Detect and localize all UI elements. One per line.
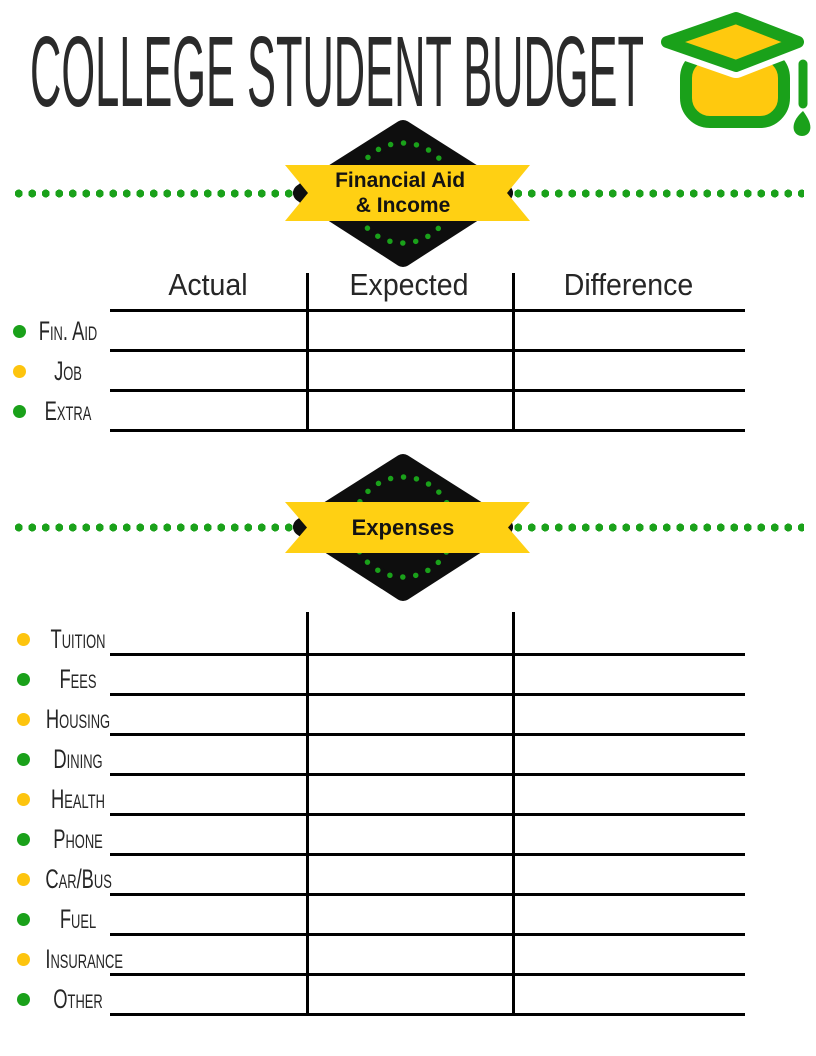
row-label-text: Health [51, 783, 105, 814]
row-label-job: Job [0, 355, 150, 386]
row-label-text: Insurance [45, 943, 123, 974]
page-title-art: COLLEGE STUDENT BUDGET [30, 26, 644, 122]
row-label-phone: Phone [0, 823, 150, 854]
ribbon-shape [285, 165, 530, 221]
row-label-text: Tuition [50, 623, 106, 654]
table-row-line [110, 813, 745, 816]
table-row-line [110, 773, 745, 776]
table-row-line [110, 429, 745, 432]
row-label-text: Phone [53, 823, 103, 854]
table-row-line [110, 853, 745, 856]
row-label-insurance: Insurance [0, 943, 150, 974]
row-label-housing: Housing [0, 703, 150, 734]
income-banner-art: Financial Aid & Income [285, 120, 530, 267]
bullet-dot-green [17, 992, 30, 1006]
row-label-text: Job [54, 355, 82, 386]
row-label-fin-aid: Fin. Aid [0, 315, 150, 346]
table-row-line [110, 733, 745, 736]
bullet-dot-green [13, 404, 26, 418]
table-row-line [110, 389, 745, 392]
bullet-dot-green [17, 912, 30, 926]
table-column-divider [306, 273, 309, 432]
row-label-dining: Dining [0, 743, 150, 774]
bullet-dot-yellow [17, 872, 30, 886]
table-row-line [110, 309, 745, 312]
income-banner-label: Financial Aid & Income [335, 169, 471, 217]
bullet-dot-yellow [17, 792, 30, 806]
bullet-dot-yellow [13, 364, 26, 378]
row-label-text: Other [53, 983, 103, 1014]
row-label-other: Other [0, 983, 150, 1014]
bullet-dot-green [17, 672, 30, 686]
row-label-car-bus: Car/Bus [0, 863, 150, 894]
table-row-line [110, 1013, 745, 1016]
row-label-text: Fuel [59, 903, 97, 934]
row-label-extra: Extra [0, 395, 150, 426]
column-header-difference: Difference [563, 267, 694, 302]
row-label-fuel: Fuel [0, 903, 150, 934]
column-header-actual: Actual [168, 267, 248, 302]
table-row-line [110, 653, 745, 656]
expenses-banner: Expenses [0, 447, 816, 607]
row-label-text: Fin. Aid [38, 315, 98, 346]
expenses-banner-art: Expenses [285, 454, 530, 601]
bullet-dot-yellow [17, 952, 30, 966]
bullet-dot-yellow [17, 712, 30, 726]
row-label-health: Health [0, 783, 150, 814]
page-title: COLLEGE STUDENT BUDGET [30, 26, 644, 122]
ribbon-shape [285, 502, 530, 553]
column-header-expected: Expected [349, 267, 469, 302]
graduation-cap-icon [655, 8, 811, 136]
bullet-dot-green [17, 752, 30, 766]
row-label-text: Extra [44, 395, 92, 426]
row-label-fees: Fees [0, 663, 150, 694]
bullet-dot-green [17, 832, 30, 846]
row-label-text: Fees [59, 663, 97, 694]
row-label-text: Dining [53, 743, 103, 774]
table-row-line [110, 933, 745, 936]
income-banner: Financial Aid & Income [0, 113, 816, 273]
bullet-dot-green [13, 324, 26, 338]
table-row-line [110, 349, 745, 352]
expenses-banner-label: Expenses [352, 515, 455, 540]
row-label-tuition: Tuition [0, 623, 150, 654]
tassel-drop [793, 111, 811, 136]
table-row-line [110, 693, 745, 696]
row-label-text: Housing [45, 703, 111, 734]
row-label-text: Car/Bus [45, 863, 112, 894]
table-column-divider [512, 273, 515, 432]
bullet-dot-yellow [17, 632, 30, 646]
table-row-line [110, 973, 745, 976]
table-row-line [110, 893, 745, 896]
